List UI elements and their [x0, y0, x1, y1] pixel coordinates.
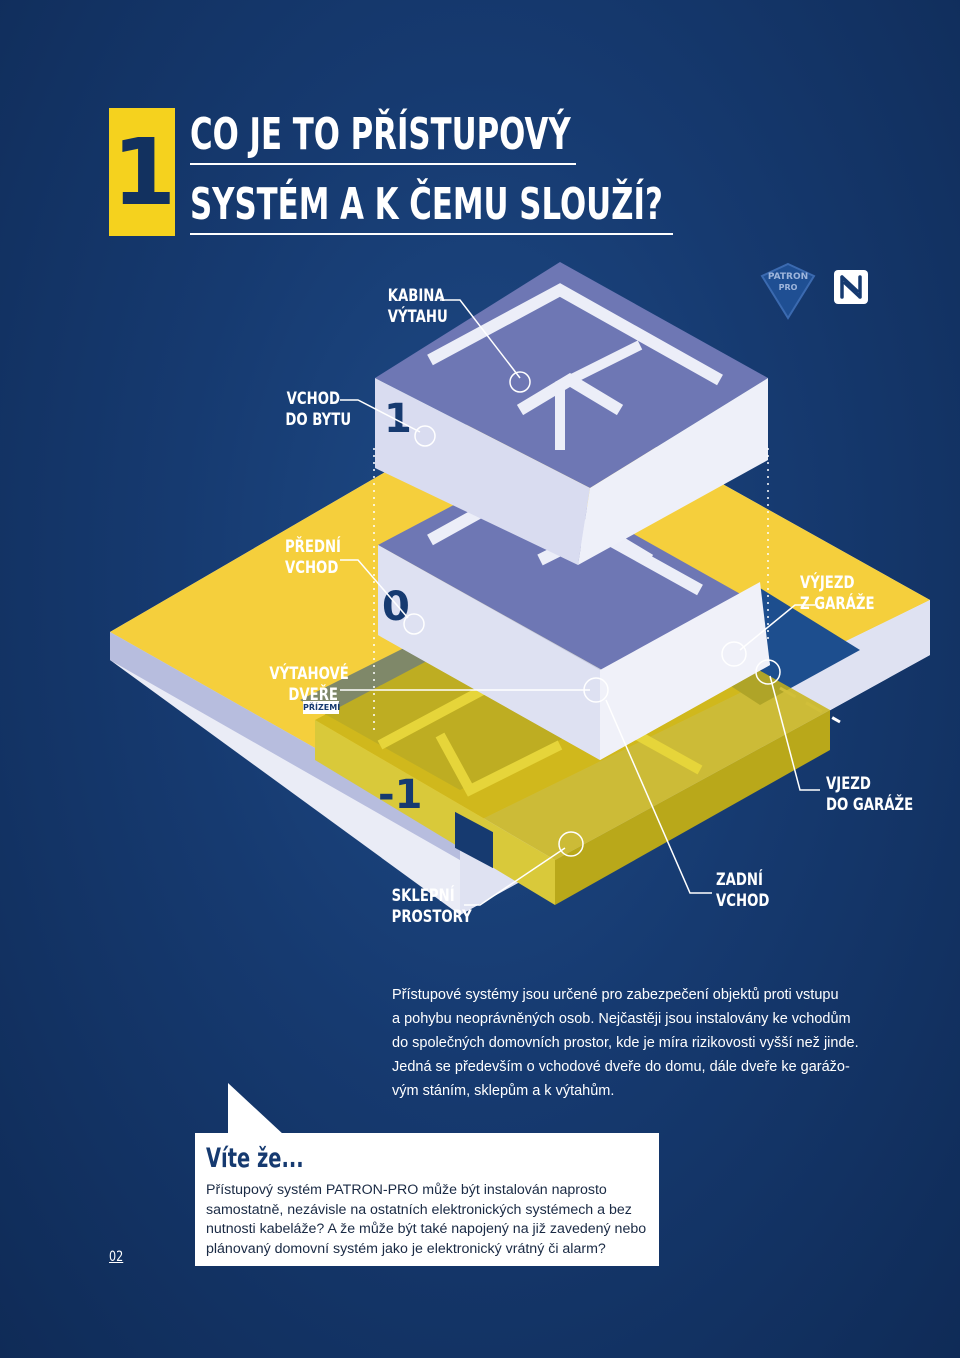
floor-number-0: 0: [382, 584, 410, 630]
floor-number-minus-1: -1: [378, 772, 422, 818]
intro-line-3: do společných domovních prostor, kde je …: [392, 1035, 859, 1051]
chapter-number: 1: [109, 108, 176, 236]
did-you-know-callout: Víte že... Přístupový systém PATRON-PRO …: [195, 1133, 659, 1266]
label-sklepni-line1: SKLEPNÍ: [391, 886, 455, 906]
label-kabina-vytahu: KABINA VÝTAHU: [387, 286, 448, 328]
page-title-line-2: SYSTÉM A K ČEMU SLOUŽÍ?: [190, 179, 663, 230]
label-kabina-line1: KABINA: [387, 286, 445, 306]
pro-logo-text: PRO: [778, 283, 798, 292]
page-number: 02: [109, 1249, 124, 1265]
nfc-icon: [834, 270, 868, 304]
patron-logo-text: PATRON: [767, 272, 809, 282]
title-underline-2: [190, 233, 673, 235]
callout-title: Víte že...: [206, 1143, 304, 1174]
title-underline-1: [190, 163, 576, 165]
label-vytahove-dvere: VÝTAHOVÉ DVEŘE: [269, 664, 349, 706]
callout-bubble-tail: [228, 1083, 284, 1135]
label-vjezd-do-garaze: VJEZD DO GARÁŽE: [826, 774, 914, 816]
callout-leaders: [340, 299, 820, 906]
intro-paragraph: Přístupové systémy jsou určené pro zabez…: [392, 983, 872, 1103]
label-predni-vchod: PŘEDNÍ VCHOD: [284, 537, 341, 579]
label-zadni-vchod: ZADNÍ VCHOD: [716, 870, 771, 912]
intro-line-5: vým stáním, sklepům a k výtahům.: [392, 1083, 615, 1099]
patron-shield-icon: [760, 262, 816, 320]
label-predni-line2: VCHOD: [284, 558, 339, 578]
label-vyjezd-line2: Z GARÁŽE: [800, 594, 875, 614]
label-zadni-line2: VCHOD: [716, 891, 770, 911]
label-predni-line1: PŘEDNÍ: [284, 537, 341, 557]
label-vjezd-line2: DO GARÁŽE: [826, 795, 914, 815]
label-vchod-bytu-line2: DO BYTU: [285, 410, 352, 430]
label-sklepni-line2: PROSTORY: [391, 907, 472, 927]
grid-window-icon: [455, 811, 493, 869]
patron-pro-logo: PATRON PRO: [760, 262, 816, 320]
label-kabina-line2: VÝTAHU: [387, 307, 448, 327]
first-floor-block: [375, 262, 768, 565]
page-title-line-1: CO JE TO PŘÍSTUPOVÝ: [190, 109, 571, 160]
callout-text: Přístupový systém PATRON-PRO může být in…: [206, 1182, 647, 1257]
label-prizemi-tag: PŘÍZEMÍ: [303, 701, 341, 714]
label-zadni-line1: ZADNÍ: [716, 870, 763, 890]
intro-line-2: a pohybu neoprávněných osob. Nejčastěji …: [392, 1011, 851, 1027]
label-vyjezd-z-garaze: VÝJEZD Z GARÁŽE: [800, 573, 875, 615]
intro-line-4: Jedná se především o vchodové dveře do d…: [392, 1059, 850, 1075]
label-vytahove-line1: VÝTAHOVÉ: [269, 664, 349, 684]
label-vchod-bytu-line1: VCHOD: [286, 389, 340, 409]
label-vjezd-line1: VJEZD: [826, 774, 871, 794]
intro-line-1: Přístupové systémy jsou určené pro zabez…: [392, 987, 839, 1003]
floor-number-1: 1: [384, 396, 412, 442]
label-vytahove-line2: DVEŘE: [288, 685, 338, 705]
label-vyjezd-line1: VÝJEZD: [800, 573, 855, 593]
label-sklepni-prostory: SKLEPNÍ PROSTORY: [391, 886, 472, 928]
label-vchod-do-bytu: VCHOD DO BYTU: [285, 389, 352, 431]
